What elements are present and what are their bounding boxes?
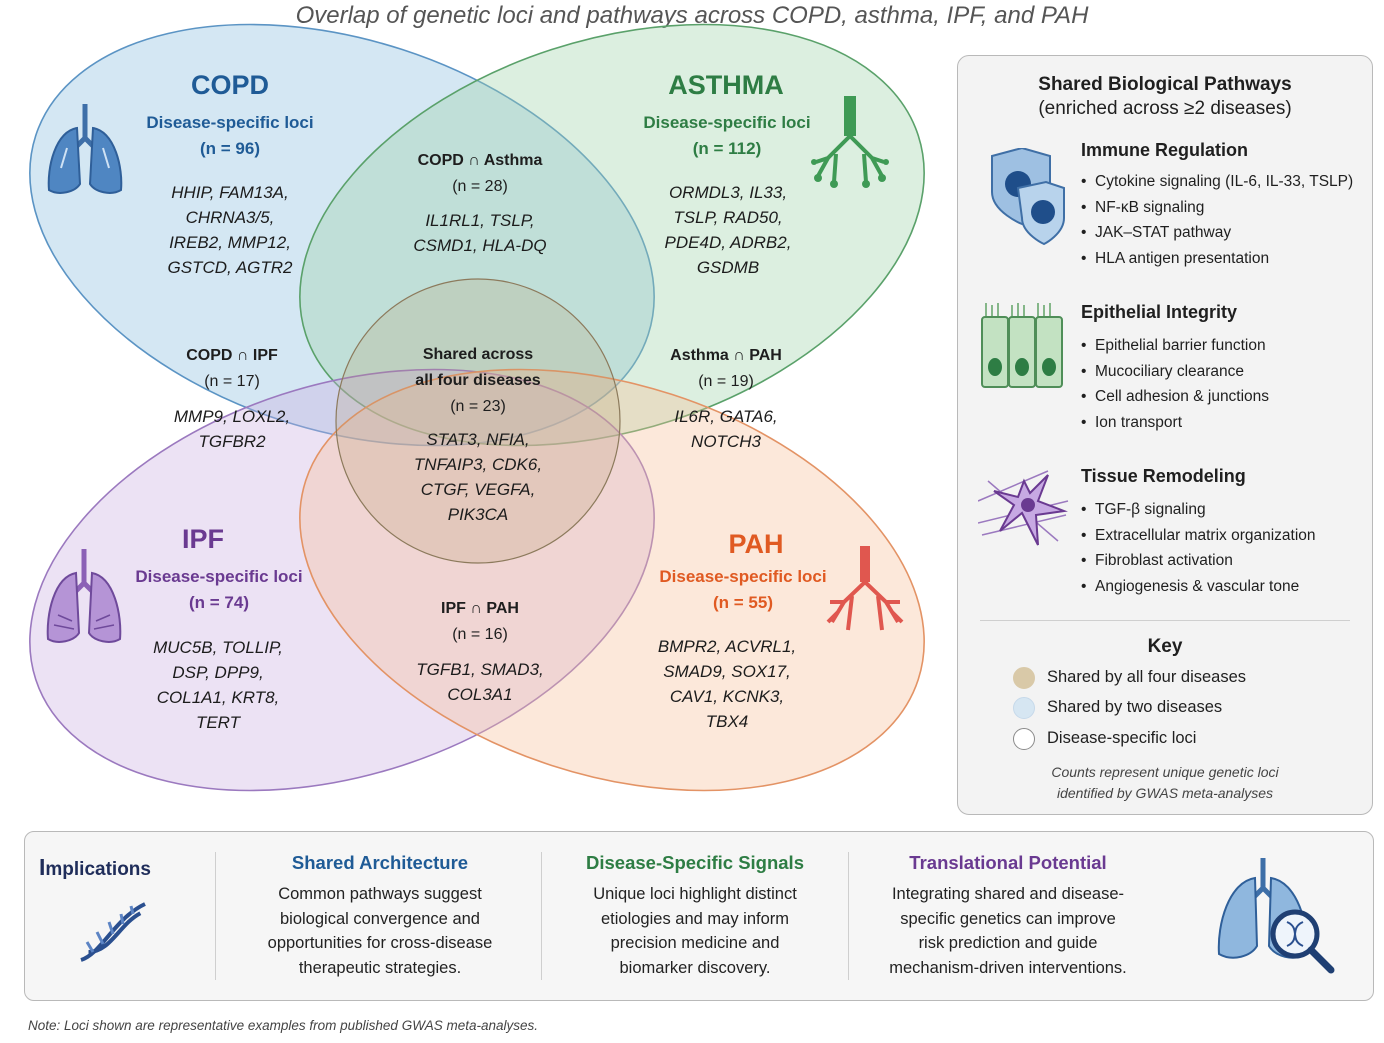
- copd-title: COPD: [190, 70, 269, 100]
- key-item-specific: Disease-specific loci: [1013, 725, 1196, 751]
- copd-ipf-overlap: COPD ∩ IPF (n = 17): [186, 347, 278, 390]
- ipf-subtitle: Disease-specific loci: [135, 567, 303, 586]
- divider: [541, 852, 542, 980]
- pah-count: (n = 55): [713, 593, 773, 612]
- pah-title: PAH: [728, 529, 784, 559]
- all-four-overlap: [335, 278, 621, 564]
- shared-architecture: Shared Architecture Common pathways sugg…: [267, 852, 493, 977]
- venn-diagram: [29, 23, 925, 792]
- asthma-subtitle: Disease-specific loci: [643, 113, 811, 132]
- divider: [848, 852, 849, 980]
- asthma-ellipse: [299, 23, 925, 447]
- ipf-ellipse: [29, 368, 655, 792]
- copd-ipf-genes: MMP9, LOXL2,TGFBR2: [173, 407, 291, 451]
- divider: [980, 620, 1350, 621]
- copd-genes: HHIP, FAM13A,CHRNA3/5, IREB2, MMP12,GSTC…: [167, 183, 293, 277]
- translational-potential: Translational Potential Integrating shar…: [889, 852, 1127, 977]
- all-four-genes: STAT3, NFIA,TNFAIP3, CDK6, CTGF, VEGFA,P…: [413, 430, 543, 524]
- pathways-panel: Shared Biological Pathways (enriched acr…: [957, 55, 1373, 815]
- list-item: Extracellular matrix organization: [1081, 523, 1316, 549]
- immune-regulation-list: Cytokine signaling (IL-6, IL-33, TSLP) N…: [1081, 169, 1353, 271]
- key-note: Counts represent unique genetic loci ide…: [1051, 764, 1279, 801]
- asthma-pah-overlap: Asthma ∩ PAH (n = 19): [670, 347, 782, 390]
- copd-count: (n = 96): [200, 139, 260, 158]
- asthma-title: ASTHMA: [668, 70, 784, 100]
- list-item: HLA antigen presentation: [1081, 246, 1353, 272]
- panel-title: Shared Biological Pathways: [1038, 74, 1292, 95]
- lungs-icon: [47, 104, 123, 194]
- ipf-count: (n = 74): [189, 593, 249, 612]
- implications-panel: Implications Shared Architecture Common …: [24, 831, 1374, 1001]
- list-item: Cell adhesion & junctions: [1081, 384, 1269, 410]
- copd-ellipse: [29, 23, 655, 447]
- list-item: Fibroblast activation: [1081, 548, 1316, 574]
- list-item: Mucociliary clearance: [1081, 359, 1269, 385]
- implications-label: Implications: [39, 854, 151, 880]
- fibroblast-icon: [978, 470, 1069, 546]
- asthma-count: (n = 112): [692, 139, 762, 158]
- epithelial-integrity-title: Epithelial Integrity: [1081, 302, 1238, 322]
- panel-subtitle: (enriched across ≥2 diseases): [1038, 98, 1292, 119]
- asthma-pah-genes: IL6R, GATA6,NOTCH3: [674, 407, 778, 451]
- footnote: Note: Loci shown are representative exam…: [28, 1018, 538, 1033]
- list-item: Angiogenesis & vascular tone: [1081, 574, 1316, 600]
- ipf-pah-genes: TGFB1, SMAD3,COL3A1: [416, 660, 544, 704]
- ipf-pah-overlap: IPF ∩ PAH (n = 16): [441, 600, 519, 643]
- epithelial-cells-icon: [981, 303, 1063, 388]
- dna-icon: [80, 902, 146, 962]
- list-item: Epithelial barrier function: [1081, 333, 1269, 359]
- list-item: TGF-β signaling: [1081, 497, 1316, 523]
- asthma-genes: ORMDL3, IL33,TSLP, RAD50, PDE4D, ADRB2,G…: [664, 183, 792, 277]
- key-item-all-four: Shared by all four diseases: [1013, 664, 1246, 690]
- all-four-label: Shared across all four diseases (n = 23): [415, 346, 541, 415]
- copd-asthma-genes: IL1RL1, TSLP,CSMD1, HLA-DQ: [413, 211, 547, 255]
- vessel-icon: [826, 546, 904, 631]
- ipf-title: IPF: [181, 524, 224, 554]
- list-item: Cytokine signaling (IL-6, IL-33, TSLP): [1081, 169, 1353, 195]
- ipf-genes: MUC5B, TOLLIP,DSP, DPP9, COL1A1, KRT8,TE…: [153, 638, 283, 732]
- disease-specific-signals: Disease-Specific Signals Unique loci hig…: [586, 852, 804, 977]
- airway-icon: [811, 96, 889, 188]
- immune-cell-icon: [991, 148, 1065, 246]
- key-swatch: [1013, 696, 1035, 719]
- list-item: JAK–STAT pathway: [1081, 220, 1353, 246]
- tissue-remodeling-list: TGF-β signaling Extracellular matrix org…: [1081, 497, 1316, 599]
- epithelial-integrity-list: Epithelial barrier function Mucociliary …: [1081, 333, 1269, 435]
- list-item: Ion transport: [1081, 410, 1269, 436]
- copd-subtitle: Disease-specific loci: [146, 113, 314, 132]
- tissue-remodeling-title: Tissue Remodeling: [1081, 466, 1246, 486]
- pah-subtitle: Disease-specific loci: [659, 567, 827, 586]
- pah-ellipse: [299, 368, 925, 792]
- fibrotic-lungs-icon: [46, 549, 122, 643]
- key-title: Key: [1147, 636, 1183, 657]
- immune-regulation-title: Immune Regulation: [1081, 140, 1249, 160]
- lungs-magnifier-icon: [1217, 858, 1335, 974]
- list-item: NF-κB signaling: [1081, 195, 1353, 221]
- pah-genes: BMPR2, ACVRL1,SMAD9, SOX17, CAV1, KCNK3,…: [657, 637, 797, 731]
- key-item-two: Shared by two diseases: [1013, 694, 1222, 720]
- key-swatch: [1013, 666, 1035, 689]
- key-swatch: [1013, 727, 1035, 750]
- divider: [215, 852, 216, 980]
- copd-asthma-overlap: COPD ∩ Asthma (n = 28): [417, 152, 543, 195]
